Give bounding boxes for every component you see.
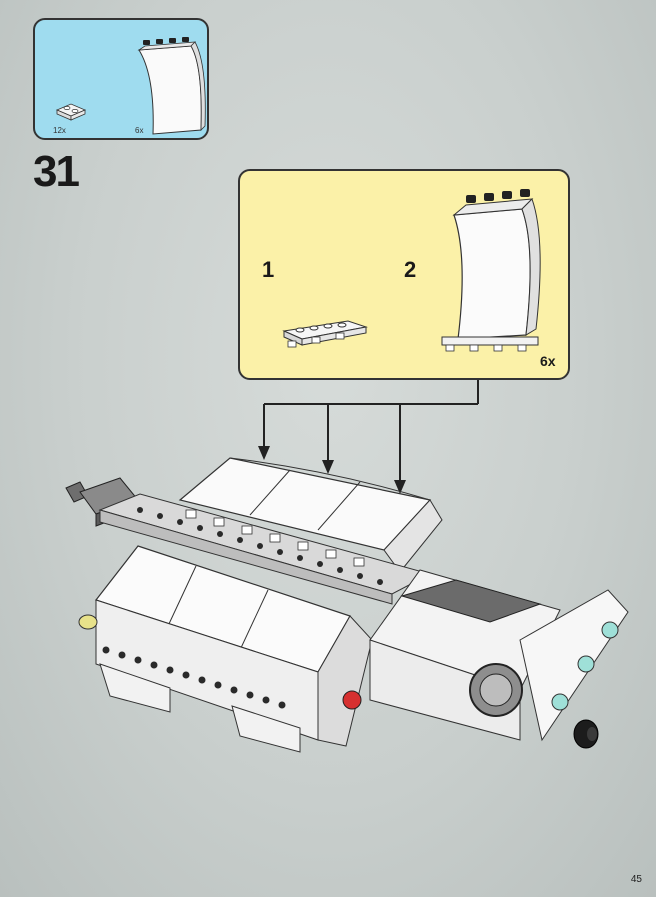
red-connector bbox=[343, 691, 361, 709]
black-tire bbox=[574, 720, 598, 748]
page-number: 45 bbox=[631, 874, 642, 885]
yellow-light-piece bbox=[79, 615, 97, 629]
placement-arrows bbox=[264, 380, 478, 482]
gear-wheel bbox=[470, 664, 522, 716]
